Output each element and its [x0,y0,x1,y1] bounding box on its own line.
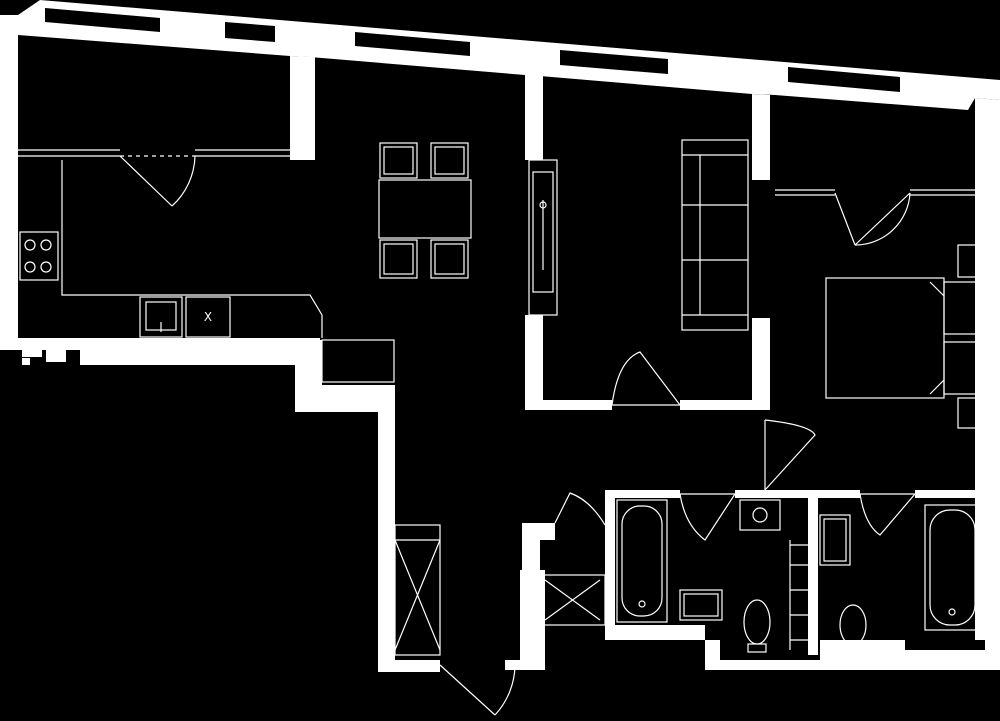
appliance-box [185,296,231,338]
appliance-mark: X [204,310,212,324]
window-gaps [45,8,900,92]
door-bath2 [859,493,916,536]
wall-living-bedroom1-lower [525,315,543,410]
bottom-wall-bath [540,625,1000,670]
wall-living-bedroom1 [525,75,543,160]
left-exterior-wall [0,15,18,345]
nightstand [957,244,979,278]
toilet [743,599,771,653]
right-exterior-wall [975,98,1000,670]
bath-partition-1 [605,490,615,625]
walls [0,0,1000,672]
bedroom1-bottom-wall [525,400,612,410]
kitchen-bottom-wall [0,338,320,365]
wardrobe-built-in [528,159,558,316]
bath-sink [819,514,851,566]
dining-chair [379,239,418,279]
door-upper-left [119,155,196,207]
wall-bedrooms-lower [752,318,770,410]
corridor-left-wall-lower [378,410,440,672]
dining-chair [430,239,469,279]
washing-machine [739,499,781,531]
dining-table [378,179,472,239]
door-entrance [439,664,516,716]
bottom-wall-mid [520,570,545,670]
kitchen-counter-outline [61,160,323,338]
bath-partition-2 [808,498,818,655]
kitchen-sink [139,296,183,338]
pillow [943,281,977,335]
bath-sink [679,589,723,621]
storage-box [539,574,606,626]
bathrooms [616,499,981,654]
counter-corner-box [321,339,395,383]
door-closet [554,492,606,526]
nightstand [957,397,979,429]
sofa [681,139,749,331]
bath-top-wall [605,490,680,498]
bed [825,277,945,399]
bedroom2 [825,244,979,429]
door-bedroom2 [834,192,911,246]
bath2-top-wall [735,490,860,498]
wall-bedrooms [752,94,770,180]
stove [19,231,59,281]
entry-closet [394,524,441,656]
bedroom1-bottom-wall-right [680,400,770,410]
dining-set [378,142,472,279]
toilet [839,604,867,654]
door-bedroom1 [611,351,681,406]
storage [394,524,606,656]
door-bath1 [679,493,736,541]
dining-chair [430,142,469,179]
bedroom1 [528,139,749,331]
pillow [943,341,977,395]
stove-burner-icon [24,239,52,273]
wall-upper-left-room [290,56,315,160]
doors [119,155,916,716]
towel-rack [789,540,813,650]
bathtub [924,504,981,631]
bathtub [616,499,668,623]
bath3-top-wall [915,490,985,498]
kitchen: X [19,160,395,383]
door-hallway [764,419,816,491]
windows [18,25,975,196]
closet-wall [522,523,555,575]
dining-chair [379,142,418,179]
